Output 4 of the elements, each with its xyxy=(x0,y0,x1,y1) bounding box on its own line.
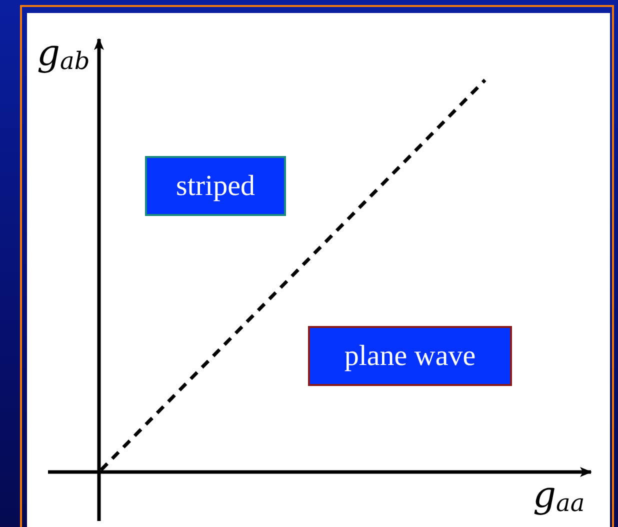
x-axis-label: g$_{aa}$ xyxy=(533,478,585,515)
phase-label-box: striped xyxy=(145,156,286,216)
y-axis-label: g$_{ab}$ xyxy=(37,36,90,73)
phase-label-box: plane wave xyxy=(308,326,512,386)
